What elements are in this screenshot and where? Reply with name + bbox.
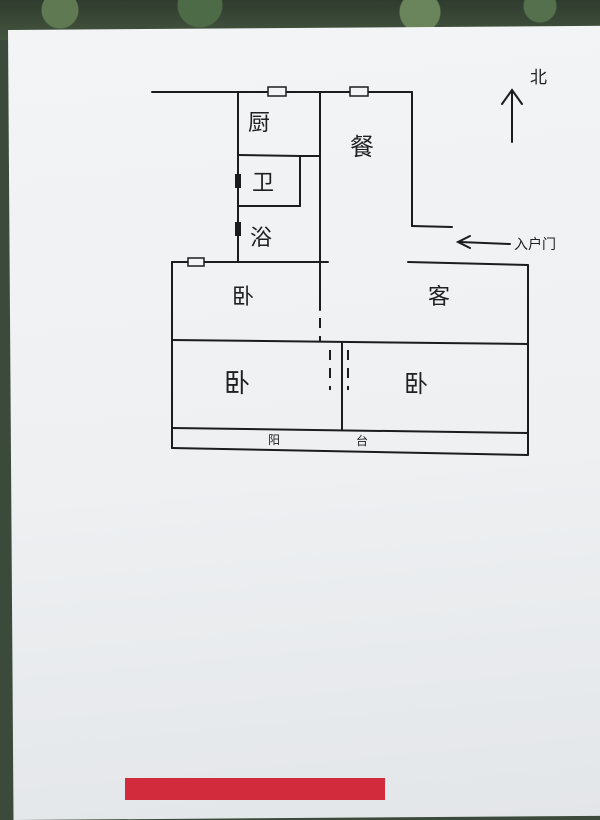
balcony-label-1: 阳: [268, 433, 280, 447]
toilet-window: [235, 174, 241, 188]
dining-label: 餐: [350, 133, 374, 161]
bedroom-lower-right-label: 卧: [404, 370, 428, 398]
floor-plan: 北 入户门 厨 卫 浴 餐 客 卧 卧 卧 阳 台: [151, 68, 556, 456]
entrance-label: 入户门: [514, 236, 556, 253]
north-arrow-icon: [501, 88, 523, 143]
kitchen-window: [267, 86, 287, 97]
north-label: 北: [530, 68, 547, 88]
bedroom-window: [187, 257, 205, 267]
bedroom-lower-left-label: 卧: [224, 369, 250, 399]
kitchen-label: 厨: [248, 111, 270, 136]
red-object-edge: [125, 778, 385, 800]
bath-label: 浴: [250, 226, 272, 251]
dining-window: [349, 86, 369, 97]
living-label: 客: [428, 285, 450, 310]
toilet-label: 卫: [252, 171, 274, 196]
bedroom-upper-label: 卧: [232, 285, 254, 310]
balcony-label-2: 台: [356, 433, 368, 448]
bath-window: [235, 222, 241, 236]
entrance-arrow-icon: [455, 235, 511, 249]
